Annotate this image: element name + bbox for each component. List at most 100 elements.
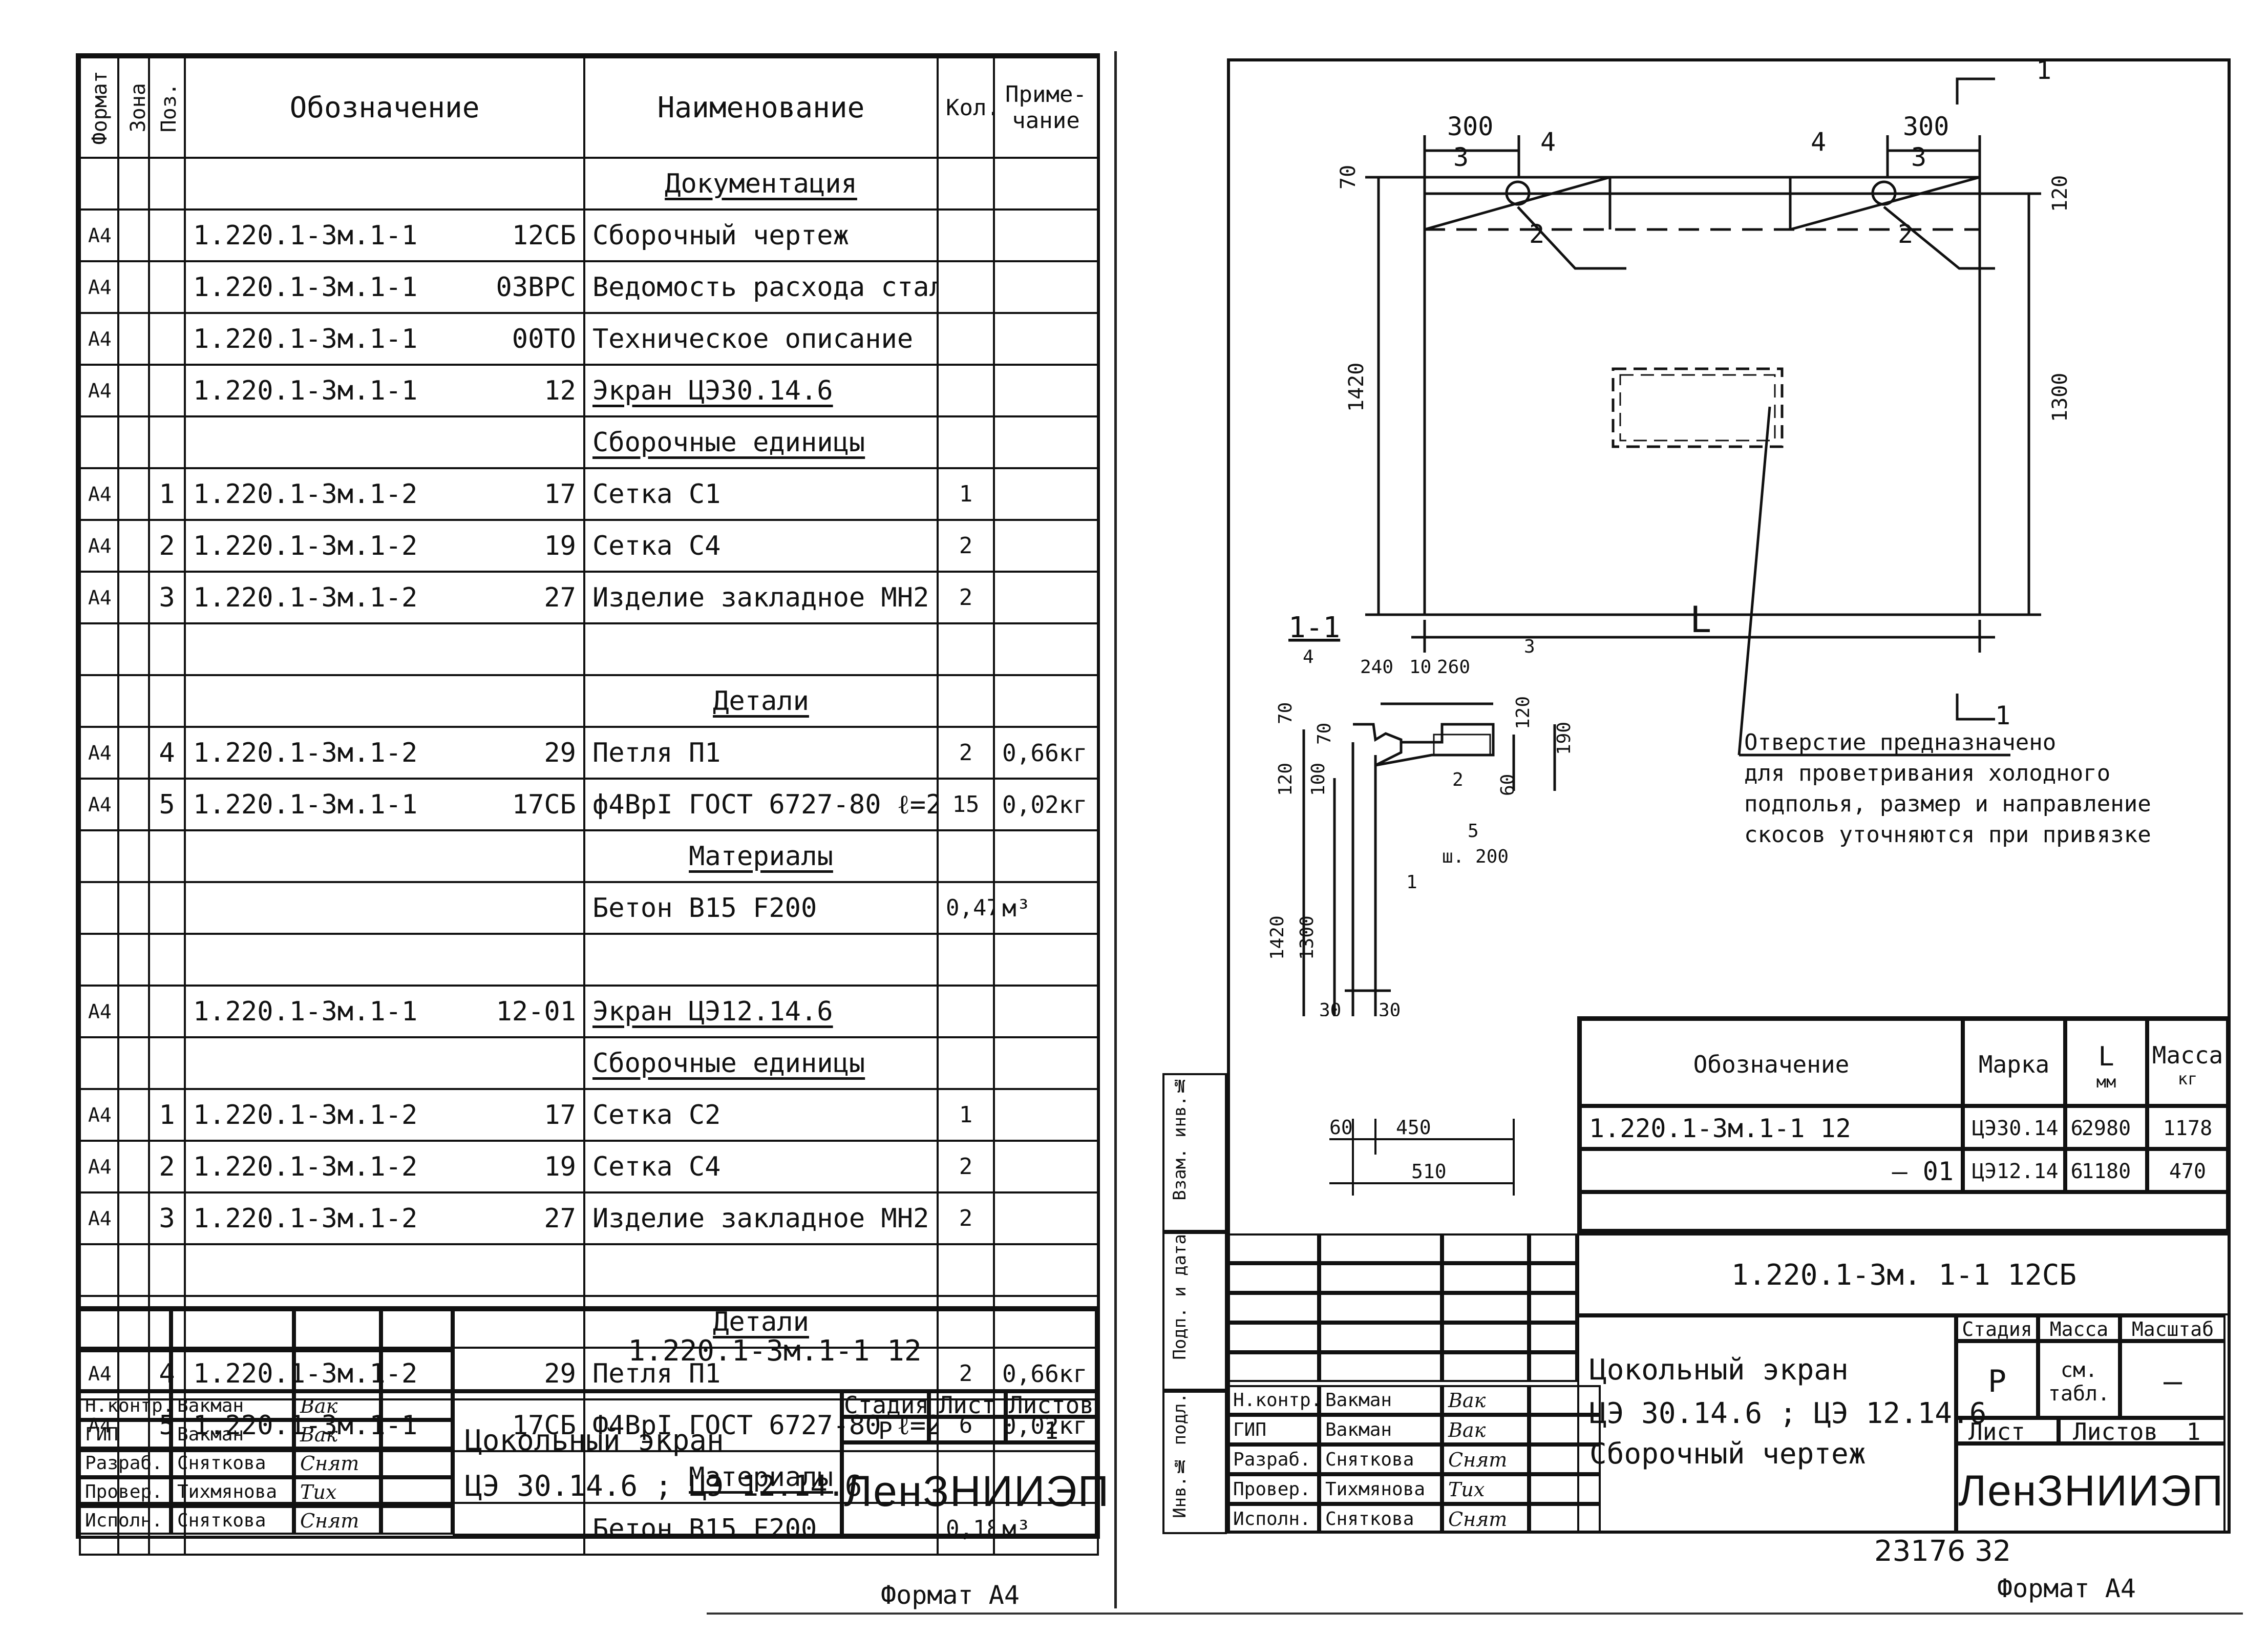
stamp-date bbox=[1529, 1415, 1601, 1444]
row-pos bbox=[148, 622, 186, 676]
prod-length: 2980 bbox=[2065, 1106, 2147, 1149]
stamp-empty-cell bbox=[1319, 1352, 1442, 1382]
row-designation-suffix: 17 bbox=[544, 478, 576, 510]
row-name: Сетка С2 bbox=[583, 1088, 939, 1142]
row-name: Материалы bbox=[583, 1450, 939, 1504]
header-qty: Кол. bbox=[937, 56, 995, 159]
stamp-stage-label: Стадия bbox=[842, 1391, 929, 1417]
row-format: А4 bbox=[79, 1191, 119, 1245]
stamp-date bbox=[1529, 1444, 1601, 1474]
row-qty bbox=[937, 1450, 995, 1504]
row-note bbox=[993, 1036, 1099, 1090]
spec-row: Детали bbox=[79, 674, 1099, 728]
section-dim: 2 bbox=[1452, 769, 1464, 790]
callout-4-right: 4 bbox=[1811, 127, 1826, 157]
row-designation bbox=[184, 933, 585, 987]
row-name-text: Изделие закладное МН2 bbox=[592, 1203, 929, 1234]
row-qty bbox=[937, 674, 995, 728]
row-designation-suffix: 27 bbox=[544, 1203, 576, 1234]
stamp-empty-cell bbox=[294, 1309, 381, 1350]
sidebar-podp-data: Подп. и дата bbox=[1162, 1232, 1227, 1391]
spec-row: Детали bbox=[79, 1295, 1099, 1349]
row-pos: 3 bbox=[148, 571, 186, 624]
note-line-3: подполья, размер и направление bbox=[1744, 791, 2151, 817]
row-format: А4 bbox=[79, 778, 119, 831]
stamp-empty-cell bbox=[1442, 1293, 1529, 1323]
stamp-role: Провер. bbox=[79, 1477, 171, 1506]
row-name: Сетка С1 bbox=[583, 467, 939, 521]
row-qty bbox=[937, 1243, 995, 1297]
dim-300-left: 300 bbox=[1447, 112, 1493, 141]
row-pos: 4 bbox=[148, 726, 186, 780]
row-name-text: Изделие закладное МН2 bbox=[592, 582, 929, 613]
stamp-name: Вакман bbox=[171, 1420, 294, 1449]
row-note bbox=[993, 157, 1099, 211]
stamp-role: ГИП bbox=[1227, 1415, 1319, 1444]
section-dim: 30 bbox=[1379, 1000, 1401, 1016]
row-pos bbox=[148, 674, 186, 728]
dim-300-right: 300 bbox=[1903, 112, 1949, 141]
dim-450: 450 bbox=[1396, 1116, 1431, 1139]
row-designation-code: 1.220.1-3м.1-2 bbox=[193, 530, 418, 561]
section-dim: 190 bbox=[1554, 722, 1575, 755]
dim-1420: 1420 bbox=[1345, 363, 1368, 412]
stamp-role: Исполн. bbox=[1227, 1504, 1319, 1534]
row-qty bbox=[937, 1295, 995, 1349]
row-name-text: Сетка С4 bbox=[592, 1151, 721, 1182]
row-name bbox=[583, 933, 939, 987]
spec-row bbox=[79, 933, 1099, 987]
row-name: Техническое описание bbox=[583, 312, 939, 366]
row-note bbox=[993, 208, 1099, 262]
section-dim: 1300 bbox=[1297, 915, 1318, 960]
stamp-name: Сняткова bbox=[1319, 1444, 1442, 1474]
row-designation bbox=[184, 415, 585, 469]
row-pos bbox=[148, 1036, 186, 1090]
stamp-name: Сняткова bbox=[1319, 1504, 1442, 1534]
stamp-empty-cell bbox=[294, 1350, 381, 1391]
section-dim: 240 bbox=[1360, 657, 1393, 678]
header-note: Приме-чание bbox=[993, 56, 1099, 159]
row-format: А4 bbox=[79, 519, 119, 573]
spec-row: Сборочные единицы bbox=[79, 1036, 1099, 1090]
row-qty: 1 bbox=[937, 467, 995, 521]
row-zone bbox=[117, 726, 150, 780]
row-qty bbox=[937, 415, 995, 469]
row-pos bbox=[148, 208, 186, 262]
dim-510: 510 bbox=[1411, 1160, 1447, 1183]
row-pos bbox=[148, 260, 186, 314]
row-designation-code: 1.220.1-3м.1-1 bbox=[193, 789, 418, 820]
stamp-role: Разраб. bbox=[79, 1449, 171, 1477]
row-note bbox=[993, 364, 1099, 417]
header-designation: Обозначение bbox=[184, 56, 585, 159]
row-zone bbox=[117, 933, 150, 987]
stamp-empty-cell bbox=[171, 1350, 294, 1391]
row-note bbox=[993, 1140, 1099, 1194]
bottom-scan-line bbox=[707, 1613, 2243, 1615]
spec-row bbox=[79, 1243, 1099, 1297]
right-format-label: Формат А4 bbox=[1997, 1574, 2136, 1603]
row-designation-suffix: 19 bbox=[544, 1151, 576, 1182]
row-designation-code: 1.220.1-3м.1-1 bbox=[193, 271, 418, 303]
row-designation-suffix: 12-01 bbox=[496, 996, 576, 1027]
right-sheets-label: Листов 1 bbox=[2059, 1418, 2225, 1443]
row-note bbox=[993, 985, 1099, 1038]
panel-front-view bbox=[1423, 176, 1981, 616]
stamp-name: Сняткова bbox=[171, 1506, 294, 1535]
row-note bbox=[993, 260, 1099, 314]
vent-opening bbox=[1612, 367, 1784, 448]
row-name: Экран ЦЭ12.14.6 bbox=[583, 985, 939, 1038]
stamp-empty-cell bbox=[1227, 1352, 1319, 1382]
row-designation-code: 1.220.1-3м.1-2 bbox=[193, 582, 418, 613]
stamp-sig: Вак bbox=[294, 1391, 381, 1420]
row-qty bbox=[937, 157, 995, 211]
